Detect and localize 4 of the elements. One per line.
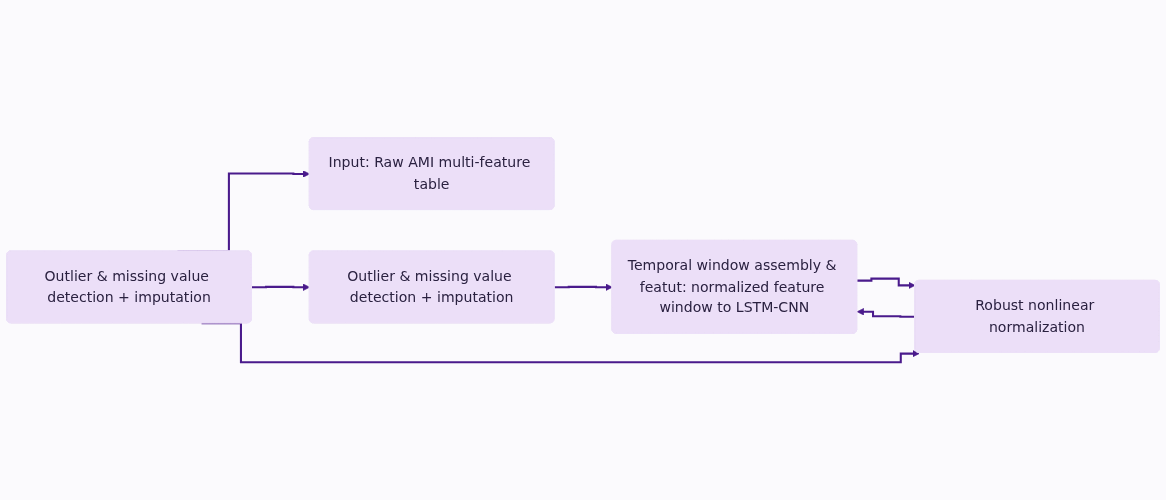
arrow xyxy=(554,283,613,291)
arrow xyxy=(857,277,916,290)
arrow xyxy=(856,308,915,318)
arrow xyxy=(251,283,311,291)
